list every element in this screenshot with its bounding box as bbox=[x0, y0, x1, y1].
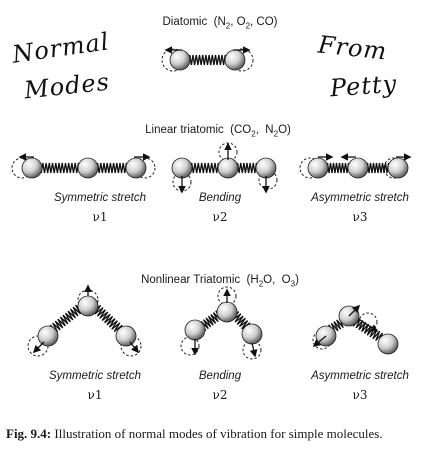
nonlinear-mode-3-symbol: ν3 bbox=[352, 388, 368, 402]
non3-atom-right bbox=[377, 333, 399, 355]
non1-atom-right bbox=[115, 325, 137, 347]
non2-atom-right bbox=[241, 323, 263, 345]
caption-text: Illustration of normal modes of vibratio… bbox=[51, 426, 383, 441]
caption-label: Fig. 9.4: bbox=[6, 426, 52, 441]
lin1-spring-right bbox=[95, 162, 129, 174]
diatomic-title: Diatomic (N2, O2, CO) bbox=[162, 16, 278, 31]
lin3-atom-center bbox=[347, 157, 369, 179]
nonlinear-mode-2-symbol: ν2 bbox=[212, 388, 228, 402]
lin2-atom-right bbox=[255, 157, 277, 179]
nonlinear-mode-1-name: Symmetric stretch bbox=[48, 370, 141, 382]
diatomic-spring bbox=[184, 54, 231, 66]
non3-arrow-right bbox=[359, 319, 379, 332]
non1-atom-left bbox=[37, 325, 59, 347]
linear-mode-3-symbol: ν3 bbox=[352, 210, 368, 224]
lin3-spring-left bbox=[325, 162, 351, 174]
non3-arrow-center bbox=[348, 304, 361, 317]
non2-atom-left bbox=[184, 319, 206, 341]
diatomic-atom-left bbox=[169, 49, 191, 71]
nonlinear-mode-3-name: Asymmetric stretch bbox=[311, 370, 409, 382]
figure-caption: Fig. 9.4: Illustration of normal modes o… bbox=[6, 426, 383, 442]
lin2-spring-left bbox=[189, 162, 221, 174]
non1-spring-right bbox=[92, 304, 123, 335]
linear-triatomic-title: Linear triatomic (CO2, N2O) bbox=[145, 124, 291, 139]
nonlinear-mode-1-symbol: ν1 bbox=[87, 388, 103, 402]
non2-arrow-down-right bbox=[249, 342, 258, 358]
lin2-atom-left bbox=[171, 157, 193, 179]
lin3-spring-right bbox=[365, 162, 391, 174]
linear-mode-3-name: Asymmetric stretch bbox=[311, 192, 409, 204]
lin1-atom-left bbox=[21, 157, 43, 179]
linear-mode-1-name: Symmetric stretch bbox=[53, 192, 146, 204]
lin1-atom-right bbox=[125, 157, 147, 179]
non1-arrow-left bbox=[32, 341, 45, 354]
linear-mode-1-symbol: ν1 bbox=[92, 210, 108, 224]
diatomic-atom-right bbox=[224, 49, 246, 71]
linear-mode-2-symbol: ν2 bbox=[212, 210, 228, 224]
non1-atom-center bbox=[77, 295, 99, 317]
non1-arrow-right bbox=[129, 341, 139, 354]
nonlinear-mode-2-name: Bending bbox=[198, 370, 242, 382]
lin2-atom-center bbox=[217, 157, 239, 179]
lin2-spring-right bbox=[235, 162, 259, 174]
lin1-spring-left bbox=[37, 162, 81, 174]
lin3-atom-right bbox=[387, 157, 409, 179]
lin3-atom-left bbox=[307, 157, 329, 179]
linear-mode-2-name: Bending bbox=[198, 192, 242, 204]
nonlinear-triatomic-title: Nonlinear Triatomic (H2O, O3) bbox=[141, 274, 299, 289]
non1-spring-left bbox=[49, 304, 84, 335]
lin1-atom-center bbox=[77, 157, 99, 179]
non2-atom-center bbox=[216, 301, 238, 323]
non3-arrow-left bbox=[312, 335, 327, 347]
diatomic-ghost-right bbox=[230, 48, 254, 72]
